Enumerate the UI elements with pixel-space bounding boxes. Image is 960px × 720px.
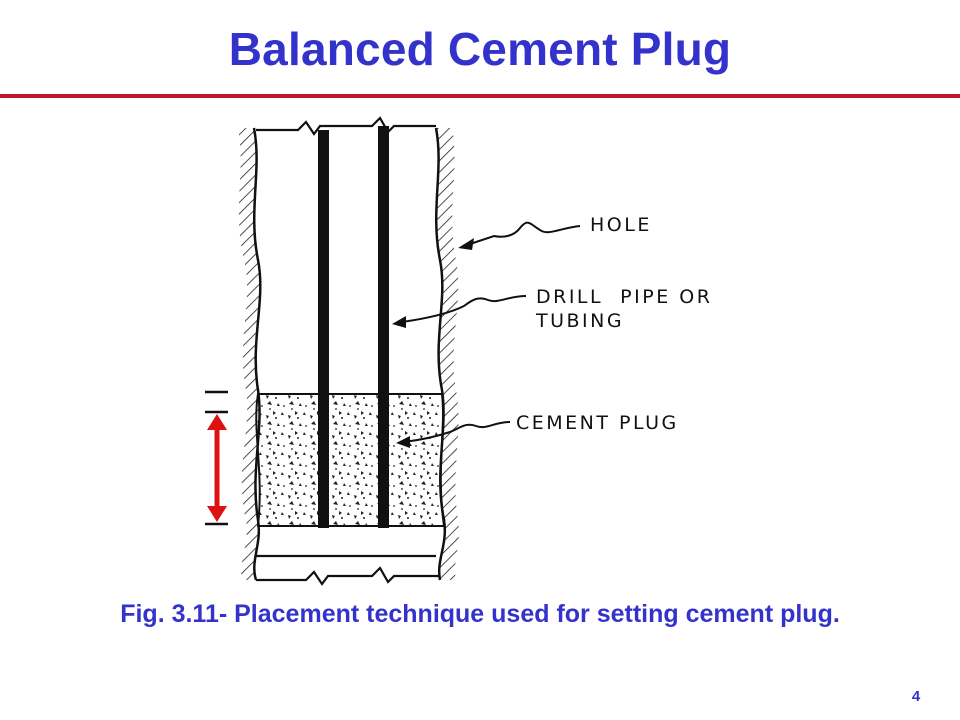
slide-title: Balanced Cement Plug bbox=[228, 23, 732, 75]
break-line-top bbox=[256, 116, 436, 136]
leader-cement-plug bbox=[396, 421, 511, 448]
label-cement-plug: CEMENT PLUG bbox=[516, 412, 679, 434]
cement-plug bbox=[255, 393, 446, 527]
break-line-bottom bbox=[256, 554, 440, 586]
hole-wall-right bbox=[434, 127, 447, 581]
hole-wall-left bbox=[252, 127, 262, 581]
label-hole: HOLE bbox=[590, 214, 652, 236]
leader-drill-pipe bbox=[392, 295, 527, 328]
leader-hole bbox=[458, 221, 581, 250]
figure-caption: Fig. 3.11- Placement technique used for … bbox=[120, 600, 840, 628]
page-number: 4 bbox=[911, 688, 921, 705]
drill-pipe-left-wall bbox=[318, 130, 329, 528]
title-divider bbox=[0, 94, 960, 98]
plug-height-indicator bbox=[205, 390, 228, 526]
label-drill-pipe-line2: TUBING bbox=[535, 310, 624, 332]
drill-pipe-right-wall bbox=[378, 126, 389, 528]
label-drill-pipe-line1: DRILL PIPE OR bbox=[536, 286, 712, 308]
